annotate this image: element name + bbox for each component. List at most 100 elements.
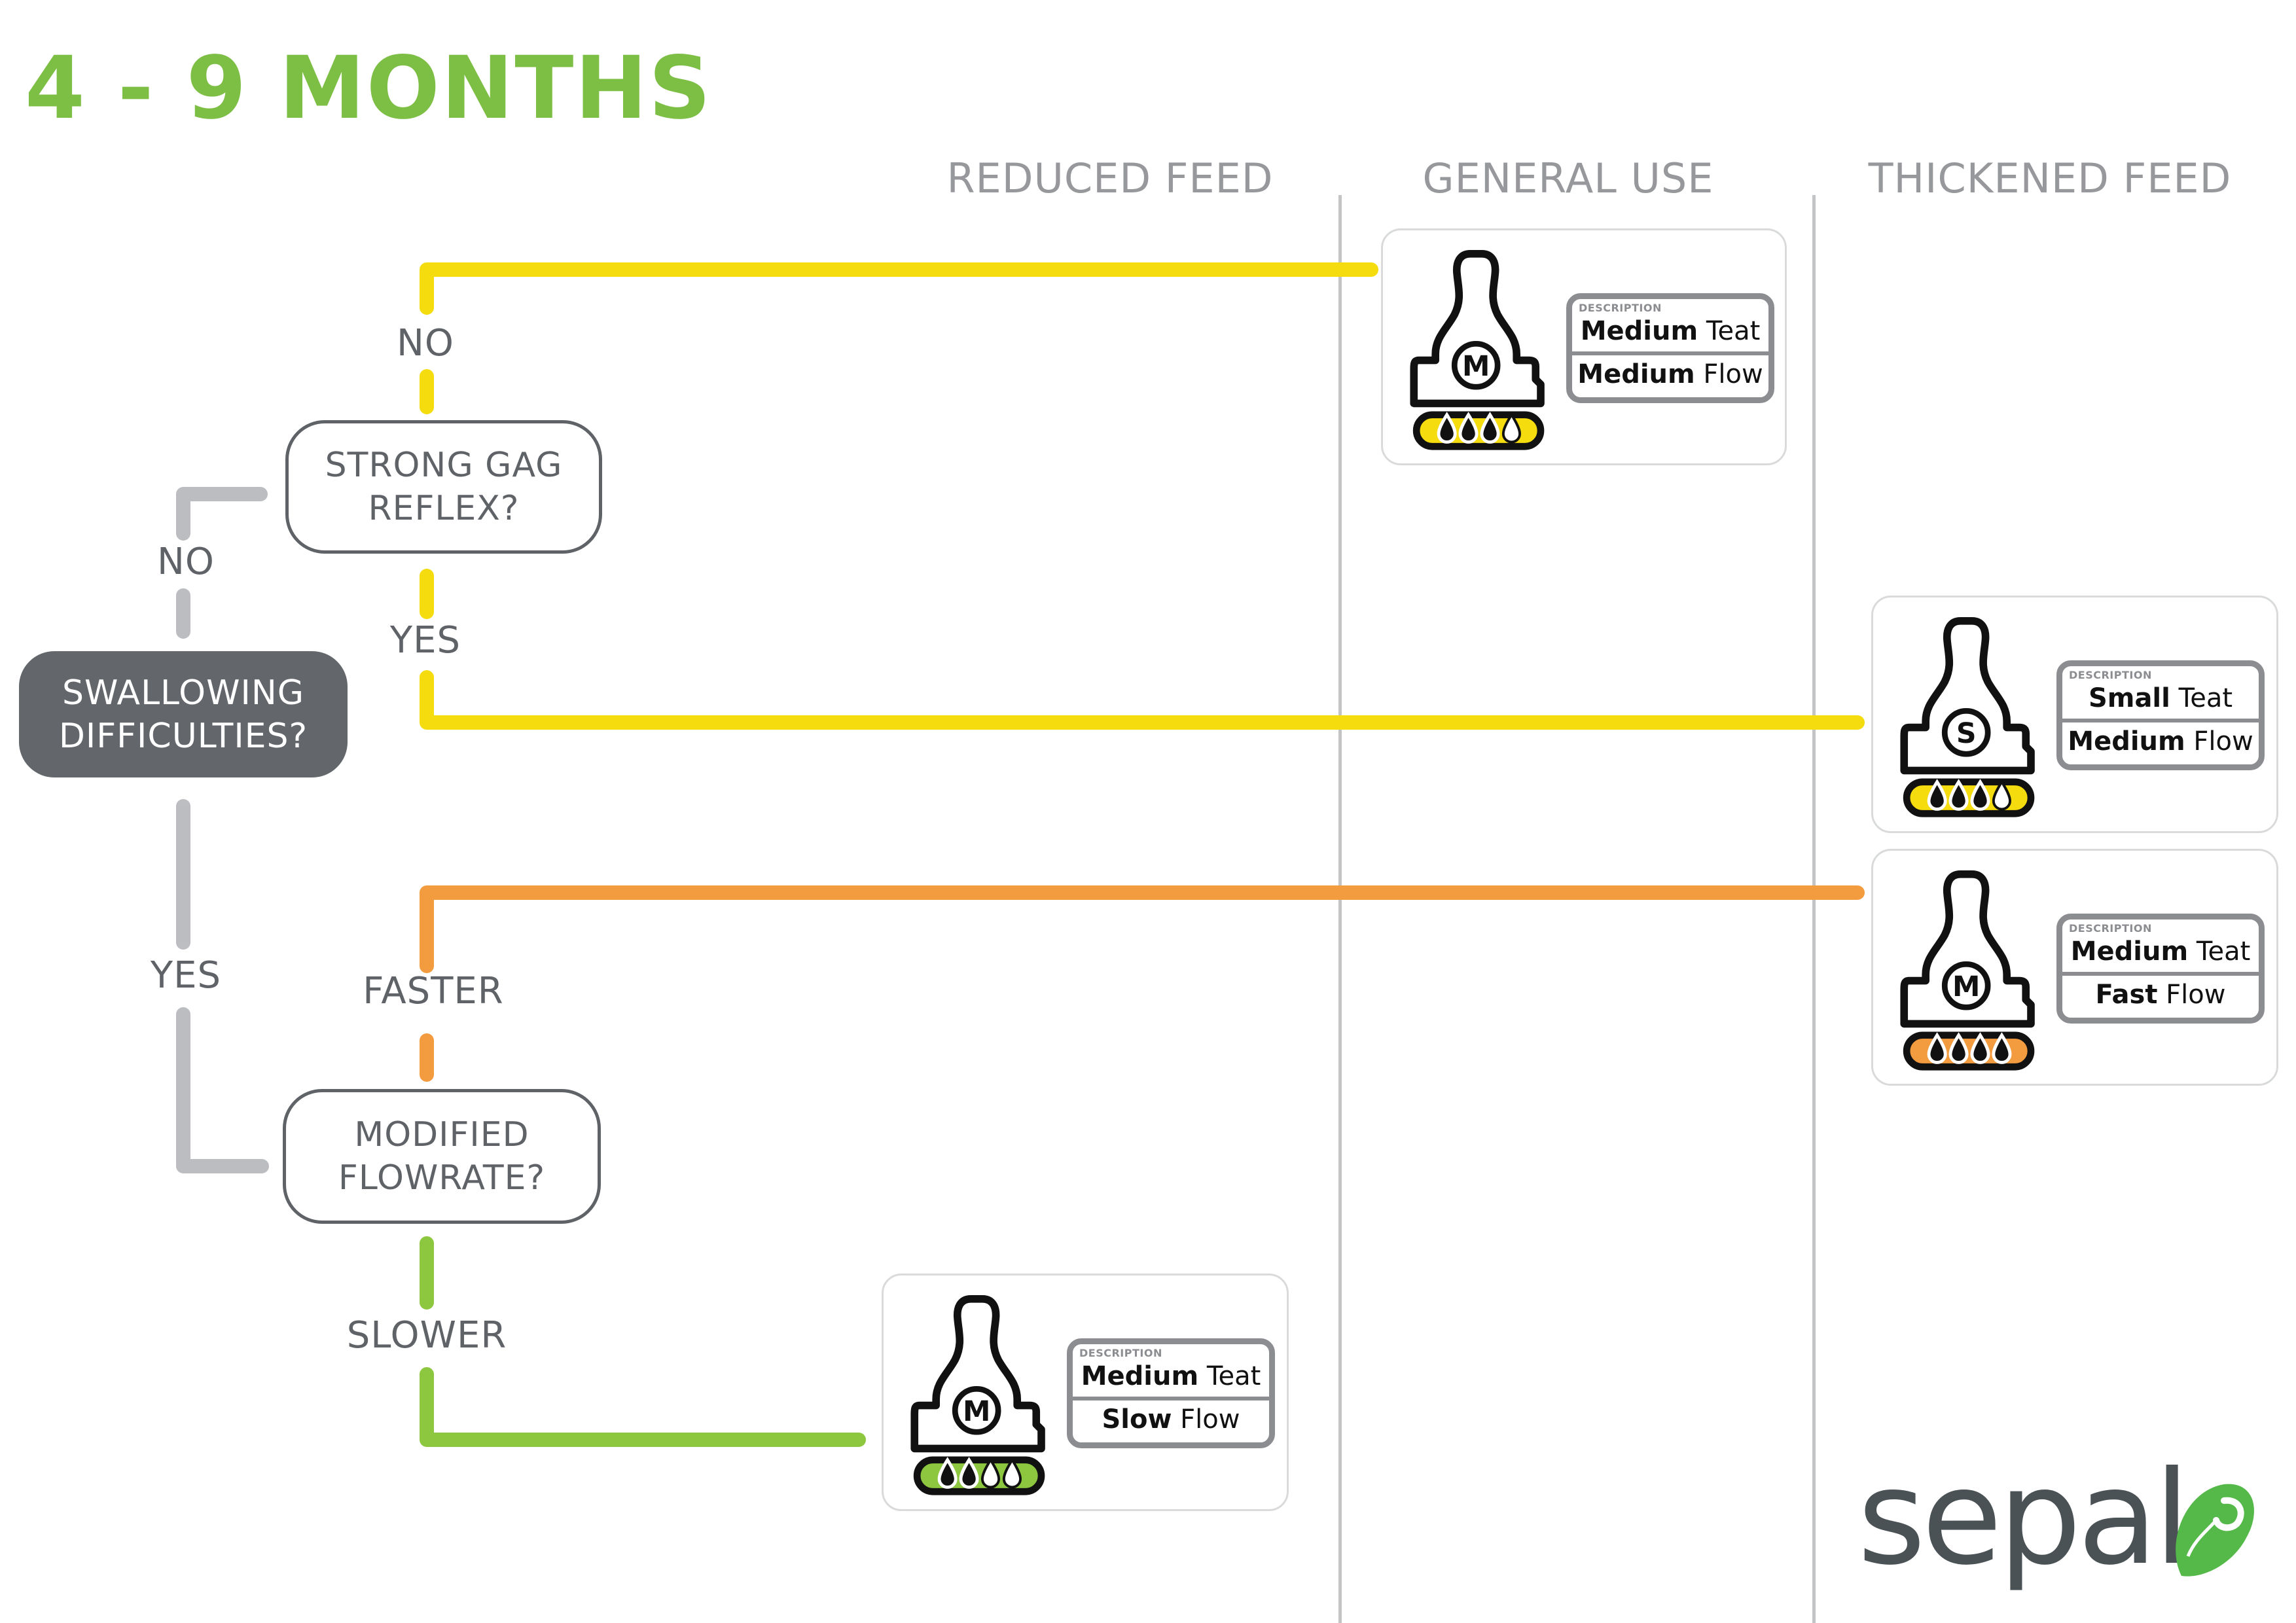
teat-size-suffix: Teat — [2178, 683, 2233, 713]
column-header-thickened-feed: THICKENED FEED — [1868, 154, 2232, 202]
flow-rate-suffix: Flow — [1180, 1404, 1240, 1435]
drop-filled-icon — [1970, 779, 1990, 811]
edge-label-gag-no: NO — [397, 322, 454, 365]
flow-rate-value: Medium — [2068, 726, 2185, 757]
teat-outline — [1900, 616, 2035, 775]
teat-size-badge — [1451, 340, 1501, 390]
drop-filled-icon — [1458, 412, 1479, 444]
teat-size-text: Medium Teat — [2062, 936, 2259, 967]
edge-label-swallow-yes: YES — [150, 954, 222, 997]
teat-icon: M — [1410, 249, 1545, 450]
flow-indicator-bar — [1903, 778, 2035, 817]
node-line: SWALLOWING — [62, 673, 305, 713]
description-divider — [2062, 719, 2259, 722]
decision-swallowing-difficulties[interactable]: SWALLOWING DIFFICULTIES? — [19, 651, 348, 777]
teat-card-general-medium[interactable]: M DESCRIPTION Medium Teat Medium Flow — [1381, 228, 1787, 465]
flow-rate-text: Medium Flow — [1572, 359, 1768, 389]
teat-size-letter: M — [963, 1395, 990, 1428]
connector-gag-yes-lower — [420, 670, 1865, 730]
teat-size-letter: M — [1952, 971, 1980, 1003]
connector-faster-upper — [420, 885, 1865, 973]
description-label: DESCRIPTION — [1079, 1347, 1162, 1359]
drop-filled-icon — [1927, 1032, 1947, 1064]
flow-rate-value: Slow — [1102, 1404, 1172, 1435]
drop-filled-icon — [1480, 412, 1500, 444]
connector-swallow-no-upper — [176, 487, 268, 541]
flow-indicator-bar — [1412, 411, 1545, 450]
teat-size-value: Small — [2088, 683, 2170, 713]
description-divider — [2062, 972, 2259, 976]
flow-rate-value: Medium — [1577, 359, 1695, 389]
connector-slower-lower — [420, 1367, 866, 1447]
drop-filled-icon — [1948, 779, 1969, 811]
teat-size-text: Medium Teat — [1073, 1361, 1269, 1391]
flow-rate-text: Medium Flow — [2062, 726, 2259, 757]
sepal-logo: sepal — [1857, 1442, 2263, 1609]
drop-outline-icon — [1501, 412, 1521, 444]
flow-rate-text: Fast Flow — [2062, 980, 2259, 1010]
teat-outline — [1410, 249, 1545, 408]
description-label: DESCRIPTION — [1579, 302, 1662, 314]
drop-outline-icon — [1992, 779, 2011, 811]
drop-filled-icon — [1992, 1032, 2012, 1064]
teat-size-value: Medium — [2070, 936, 2189, 967]
drop-outline-icon — [1002, 1457, 1022, 1489]
teat-size-badge — [952, 1385, 1001, 1435]
teat-size-value: Medium — [1580, 316, 1698, 346]
decision-strong-gag-reflex[interactable]: STRONG GAG REFLEX? — [285, 420, 602, 554]
flow-rate-suffix: Flow — [2166, 980, 2226, 1010]
teat-size-suffix: Teat — [1706, 316, 1761, 346]
teat-size-suffix: Teat — [2196, 936, 2251, 967]
description-label: DESCRIPTION — [2069, 922, 2152, 935]
description-box: DESCRIPTION Medium Teat Medium Flow — [1566, 293, 1774, 403]
logo-text: sepal — [1857, 1465, 2186, 1594]
flow-rate-text: Slow Flow — [1073, 1404, 1269, 1435]
teat-size-badge — [1941, 707, 1991, 757]
connector-gag-no-upper — [420, 262, 1378, 315]
flow-rate-value: Fast — [2095, 980, 2158, 1010]
node-line: REFLEX? — [368, 489, 520, 528]
teat-card-thickened-small[interactable]: S DESCRIPTION Small Teat Medium Flow — [1871, 596, 2278, 833]
description-box: DESCRIPTION Medium Teat Slow Flow — [1067, 1338, 1275, 1448]
teat-size-letter: M — [1462, 350, 1490, 383]
column-header-reduced-feed: REDUCED FEED — [946, 154, 1274, 202]
drop-filled-icon — [1437, 412, 1457, 444]
teat-card-reduced-slow[interactable]: M DESCRIPTION Medium Teat Slow Flow — [882, 1274, 1289, 1511]
teat-card-thickened-fast[interactable]: M DESCRIPTION Medium Teat Fast Flow — [1871, 849, 2278, 1086]
connector-swallow-yes-lower — [176, 1007, 269, 1173]
page-title: 4 - 9 MONTHS — [25, 38, 712, 139]
teat-outline — [1900, 870, 2035, 1028]
node-line: STRONG GAG — [325, 446, 563, 485]
teat-size-value: Medium — [1081, 1361, 1199, 1391]
description-divider — [1073, 1397, 1269, 1400]
column-divider — [1812, 195, 1816, 1623]
description-divider — [1572, 351, 1768, 355]
flow-indicator-bar — [913, 1456, 1045, 1495]
drop-outline-icon — [980, 1457, 1001, 1489]
flow-indicator-bar — [1903, 1031, 2035, 1071]
leaf-icon — [2176, 1484, 2254, 1577]
node-line: MODIFIED — [354, 1115, 529, 1154]
teat-size-suffix: Teat — [1206, 1361, 1261, 1391]
edge-label-faster: FASTER — [363, 970, 504, 1012]
drop-filled-icon — [1948, 1032, 1969, 1064]
teat-outline — [910, 1294, 1045, 1453]
node-line: DIFFICULTIES? — [58, 716, 308, 756]
flow-rate-suffix: Flow — [1703, 359, 1763, 389]
drop-filled-icon — [959, 1457, 979, 1489]
teat-size-text: Medium Teat — [1572, 316, 1768, 346]
edge-label-swallow-no: NO — [157, 541, 215, 583]
teat-size-letter: S — [1956, 717, 1977, 750]
teat-icon: M — [910, 1294, 1045, 1495]
teat-icon: S — [1900, 616, 2035, 817]
flow-rate-suffix: Flow — [2193, 726, 2253, 757]
drop-filled-icon — [1927, 779, 1947, 811]
teat-icon: M — [1900, 870, 2035, 1071]
teat-size-badge — [1941, 961, 1991, 1010]
description-label: DESCRIPTION — [2069, 669, 2152, 681]
node-line: FLOWRATE? — [338, 1158, 546, 1198]
description-box: DESCRIPTION Medium Teat Fast Flow — [2056, 914, 2265, 1024]
drop-filled-icon — [1970, 1032, 1990, 1064]
decision-modified-flowrate[interactable]: MODIFIED FLOWRATE? — [283, 1089, 601, 1224]
edge-label-gag-yes: YES — [389, 619, 461, 662]
